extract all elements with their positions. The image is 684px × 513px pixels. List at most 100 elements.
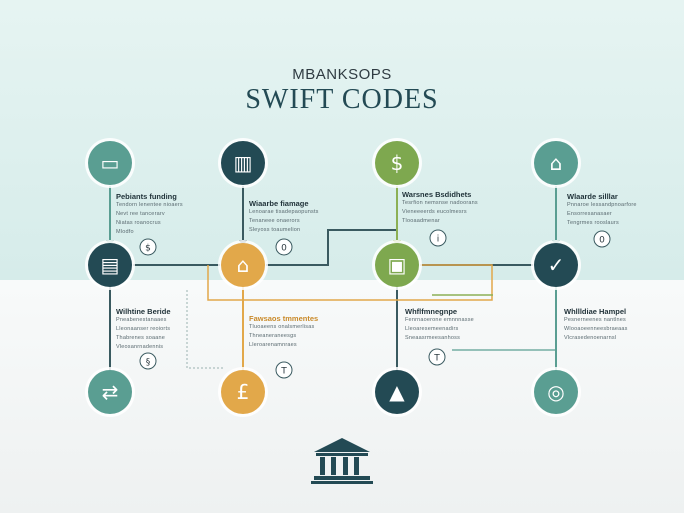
- transfer-icon: ⇄: [102, 380, 119, 404]
- node-circle: [88, 243, 132, 287]
- bank-node: ⌂: [218, 240, 268, 290]
- step-body-line: Vleosanrnadennis: [116, 344, 164, 350]
- step-body-line: Wlooaoeenneesbraeaas: [564, 326, 628, 332]
- step-body-line: Tesrfion nemsnse nadoorans: [402, 200, 478, 206]
- step-body-line: Lleroarenamnraes: [249, 342, 297, 348]
- document-icon: ▤: [101, 253, 120, 277]
- banknote-icon: ▣: [388, 253, 407, 277]
- node-circle: [534, 141, 578, 185]
- bank-node: ⌂: [531, 138, 581, 188]
- dotted-guide: [186, 290, 223, 369]
- step-label-7: Whflfmnegnpe Fenrnaoerone emnnnasse Lleo…: [405, 307, 474, 343]
- card-node: ▭: [85, 138, 135, 188]
- step-body-line: Thneaneraneesgs: [249, 333, 297, 339]
- node-circle: [534, 243, 578, 287]
- step-label-6: Fawsaos tmmentes Tluoaeens onalsmerlisas…: [249, 314, 318, 350]
- step-label-4: Wlaarde silllar Pnnaroe lessandpnoarfore…: [567, 192, 637, 228]
- coin-node: £: [218, 367, 268, 417]
- globe-node: ◎: [531, 367, 581, 417]
- node-circle: [88, 370, 132, 414]
- info-badge: T: [275, 361, 293, 379]
- checkmark-icon: ✓: [548, 253, 565, 277]
- node-circle: [375, 243, 419, 287]
- step-heading: Wiaarbe fiamage: [249, 199, 309, 208]
- step-body-line: Lleonaanser reoiorts: [116, 326, 171, 332]
- step-heading: Wlaarde silllar: [567, 192, 618, 201]
- node-circle: [534, 370, 578, 414]
- step-body-line: Vlcrasedenoenarnsl: [564, 335, 617, 341]
- step-body-line: Lleoaresemeenadirs: [405, 326, 459, 332]
- node-circle: [221, 370, 265, 414]
- badge-text: §: [146, 358, 151, 368]
- step-body-line: Pneabenestanaaes: [116, 317, 167, 323]
- info-badge: i: [429, 229, 447, 247]
- step-body-line: Pesnerneenes nantlnes: [564, 317, 626, 323]
- step-label-3: Warsnes Bsdidhets Tesrfion nemsnse nadoo…: [402, 190, 478, 226]
- step-heading: Fawsaos tmmentes: [249, 314, 319, 323]
- step-body-line: Tenaneee onaerors: [249, 218, 300, 224]
- card-icon: ▭: [101, 151, 120, 175]
- step-body-line: Fenrnaoerone emnnnasse: [405, 317, 474, 323]
- badge-circle: [275, 361, 293, 379]
- badge-circle: [593, 230, 611, 248]
- node-circle: [88, 141, 132, 185]
- badge-text: T: [280, 367, 287, 377]
- step-label-2: Wiaarbe fiamage Lenoarae tisadepaopunsts…: [249, 199, 319, 235]
- institution-icon: [311, 438, 373, 484]
- node-circle: [221, 141, 265, 185]
- info-badge: 0: [275, 238, 293, 256]
- step-heading: Wilhtine Beride: [116, 307, 171, 316]
- step-body-line: Nevt ree tancerarv: [116, 211, 165, 217]
- step-body-line: Tendorn lenentee nioaers: [116, 202, 183, 208]
- step-body-line: Thabrenes soaane: [116, 335, 166, 341]
- badge-circle: [428, 348, 446, 366]
- step-body-line: Pnnaroe lessandpnoarfore: [567, 202, 637, 208]
- step-body-line: Sleyoss toaumelion: [249, 227, 301, 233]
- step-body-line: Niatas roanocrus: [116, 220, 161, 226]
- chart-icon: ▲: [389, 380, 405, 404]
- transfer-node: ⇄: [85, 367, 135, 417]
- step-body-line: Tluoaeens onalsmerlisas: [249, 324, 315, 330]
- step-body-line: Mlodfo: [116, 229, 134, 235]
- step-body-line: Sneaasrmeesanhoss: [405, 335, 461, 341]
- badge-circle: [429, 229, 447, 247]
- node-circle: [375, 141, 419, 185]
- step-heading: Whflfmnegnpe: [405, 307, 458, 316]
- step-body-line: Tlooaadmenar: [402, 218, 440, 224]
- step-heading: Whllldiae Hampel: [564, 307, 627, 316]
- connector-line: [207, 264, 493, 301]
- bank-building-node: ▥: [218, 138, 268, 188]
- badge-text: 0: [281, 244, 287, 254]
- step-body-line: Vieneeeerds eucolmesrs: [402, 209, 467, 215]
- badge-circle: [139, 238, 157, 256]
- info-badge: 0: [593, 230, 611, 248]
- bank-icon: ⌂: [237, 253, 250, 277]
- step-heading: Pebiants funding: [116, 192, 177, 201]
- step-body-line: Tengrmes rooslaurs: [567, 220, 619, 226]
- node-circle: [375, 370, 419, 414]
- step-body-line: Ensorresanasaer: [567, 211, 612, 217]
- globe-icon: ◎: [547, 380, 564, 404]
- dollar-icon: $: [391, 151, 404, 175]
- dollar-node: $: [372, 138, 422, 188]
- info-badge: $: [139, 238, 157, 256]
- coin-icon: £: [237, 380, 250, 404]
- brand-overline: MBANKSOPS: [292, 66, 392, 83]
- info-badge: T: [428, 348, 446, 366]
- bank-building-icon: ▥: [234, 151, 253, 175]
- badge-text: i: [437, 235, 440, 245]
- step-body-line: Lenoarae tisadepaopunsts: [249, 209, 319, 215]
- document-node: ▤: [85, 240, 135, 290]
- page-title: SWIFT CODES: [245, 84, 439, 115]
- step-heading: Warsnes Bsdidhets: [402, 190, 472, 199]
- node-circle: [221, 243, 265, 287]
- badge-text: 0: [599, 236, 605, 246]
- step-label-1: Pebiants funding Tendorn lenentee nioaer…: [116, 192, 183, 237]
- chart-node: ▲: [372, 367, 422, 417]
- bank-icon: ⌂: [550, 151, 563, 175]
- badge-circle: [139, 352, 157, 370]
- step-label-5: Wilhtine Beride Pneabenestanaaes Lleonaa…: [116, 307, 171, 352]
- info-badge: §: [139, 352, 157, 370]
- badge-text: $: [145, 244, 151, 254]
